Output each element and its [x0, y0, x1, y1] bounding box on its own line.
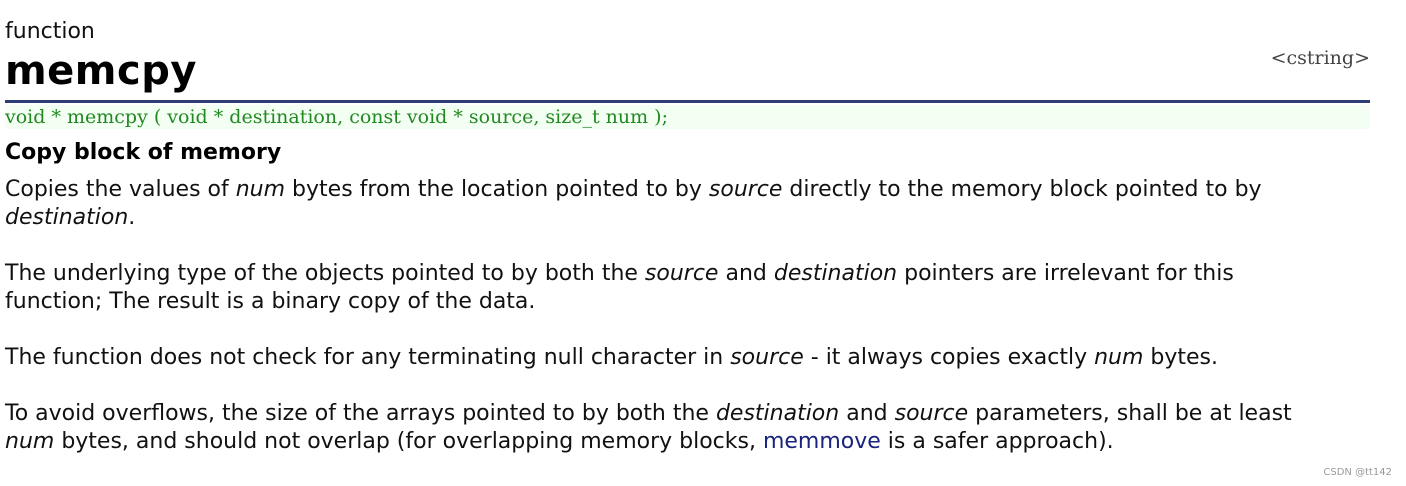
- watermark: CSDN @tt142: [1323, 467, 1392, 478]
- function-prototype: void * memcpy ( void * destination, cons…: [5, 105, 1370, 129]
- function-summary: Copy block of memory: [5, 140, 282, 165]
- description-paragraph-2: The underlying type of the objects point…: [5, 261, 1234, 314]
- description-paragraph-1: Copies the values of num bytes from the …: [5, 177, 1262, 230]
- description-paragraph-3: The function does not check for any term…: [5, 345, 1219, 370]
- description-paragraph-4: To avoid overflows, the size of the arra…: [5, 401, 1292, 454]
- title-divider: [5, 100, 1370, 103]
- entity-kind-label: function: [5, 19, 95, 44]
- page-title: memcpy: [5, 48, 197, 94]
- memmove-link[interactable]: memmove: [762, 429, 881, 454]
- header-file-link[interactable]: <cstring>: [1270, 47, 1370, 69]
